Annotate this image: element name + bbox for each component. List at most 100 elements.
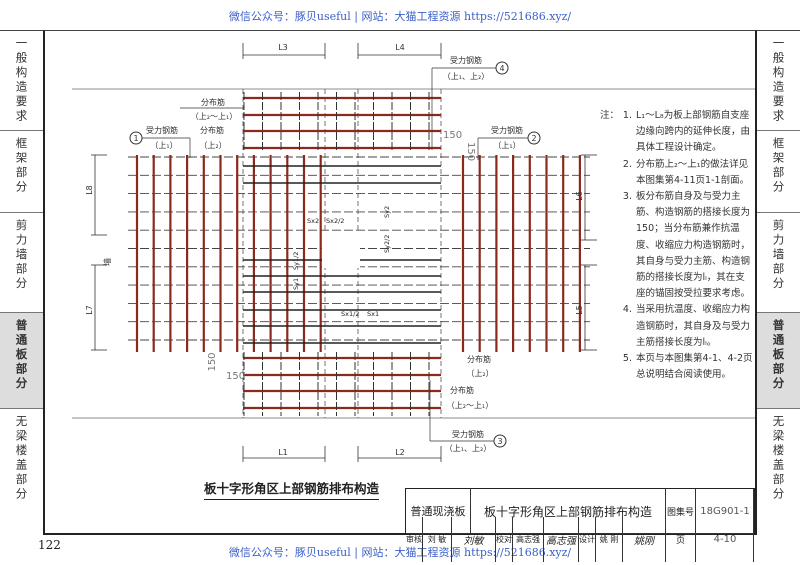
dim-L8: L8 <box>85 185 94 195</box>
callout-2-circle <box>527 131 541 145</box>
drawing-title: 板十字形角区上部钢筋排布构造 <box>204 478 380 500</box>
notes: 注：1.L₁～L₈为板上部钢筋自支座边缘向跨内的延伸长度，由具体工程设计确定。 … <box>600 108 753 383</box>
sidebar-label: 无梁楼盖部分 <box>771 415 786 502</box>
dim-L7: L7 <box>85 305 94 315</box>
dist-top-title: 分布筋 <box>201 97 225 107</box>
note-number: 1. <box>622 110 632 121</box>
dist-right-sub: （上₂） <box>466 369 493 378</box>
sidebar-label: 一般构造要求 <box>771 37 786 124</box>
tb-page-label: 页 <box>666 517 696 562</box>
sidebar-item-frame[interactable]: 框架部分 <box>757 131 800 213</box>
tb-reviewer: 刘 敏 <box>423 517 452 562</box>
spacing-sy2-half: Sy2/2 <box>383 235 391 253</box>
dim-L3: L3 <box>278 43 288 52</box>
callout-2-sub: （上₁） <box>493 141 520 150</box>
tb-reviewer-signature: 刘敏 <box>452 517 496 562</box>
note-5: 本页与本图集第4-1、4-2页总说明结合阅读使用。 <box>636 353 753 381</box>
lap-150-top: 150 <box>443 130 462 141</box>
sidebar-item-general[interactable]: 一般构造要求 <box>757 31 800 131</box>
dim-L1: L1 <box>278 448 288 457</box>
callout-3-title: 受力钢筋 <box>452 429 484 439</box>
dist-bottom-title: 分布筋 <box>450 385 474 395</box>
sidebar-item-shear-wall[interactable]: 剪力墙部分 <box>757 213 800 313</box>
callout-3-sub: （上₁、上₂） <box>445 444 491 453</box>
note-number: 5. <box>622 353 632 365</box>
central-void <box>322 232 360 268</box>
tb-checker: 高志强 <box>513 517 544 562</box>
spacing-sx2: Sx2 <box>307 217 319 225</box>
dim-L4: L4 <box>395 43 405 52</box>
sidebar-label: 剪力墙部分 <box>14 219 29 292</box>
sidebar-label: 框架部分 <box>771 137 786 195</box>
spacing-sx2-half: Sx2/2 <box>326 217 344 225</box>
right-sidebar: 一般构造要求 框架部分 剪力墙部分 普通板部分 无梁楼盖部分 <box>755 30 800 535</box>
sidebar-item-general[interactable]: 一般构造要求 <box>0 31 43 131</box>
sidebar-label: 无梁楼盖部分 <box>14 415 29 502</box>
sidebar-item-frame[interactable]: 框架部分 <box>0 131 43 213</box>
sidebar-label: 普通板部分 <box>771 319 786 392</box>
dim-L2: L2 <box>395 448 405 457</box>
callout-4-number: 4 <box>499 64 504 73</box>
note-number: 2. <box>622 158 632 170</box>
watermark-top: 微信公众号：豚贝useful | 网站：大猫工程资源 https://52168… <box>228 10 572 23</box>
callout-2-number: 2 <box>531 134 536 143</box>
callout-3-circle <box>493 434 507 448</box>
dist-right-title: 分布筋 <box>467 354 491 364</box>
callout-1-circle <box>129 131 143 145</box>
tb-category: 普通现浇板 <box>406 489 471 533</box>
dim-L5: L5 <box>575 305 584 315</box>
spacing-sy1: Sy1 <box>292 278 300 290</box>
tb-design-label: 设计 <box>579 517 596 562</box>
dist-bottom-sub: （上₂～上₁） <box>447 401 493 410</box>
sidebar-item-flat-slab[interactable]: 无梁楼盖部分 <box>757 409 800 536</box>
notes-head: 注： <box>600 110 620 121</box>
sidebar-label: 一般构造要求 <box>14 37 29 124</box>
dist-top-sub: （上₂～上₁） <box>191 112 237 121</box>
lap-150-bottom: 150 <box>226 371 245 382</box>
wall-label: 墙 <box>102 258 112 266</box>
sidebar-item-shear-wall[interactable]: 剪力墙部分 <box>0 213 43 313</box>
callout-2-title: 受力钢筋 <box>491 125 523 135</box>
drawing-frame <box>45 30 755 535</box>
tb-check-label: 校对 <box>496 517 513 562</box>
note-4: 当采用抗温度、收缩应力构造钢筋时，其自身及与受力主筋搭接长度为lₗ。 <box>636 304 751 348</box>
note-number: 4. <box>622 304 632 316</box>
tb-review-label: 审核 <box>406 517 423 562</box>
callout-4-circle <box>495 61 509 75</box>
tb-atlas-no: 18G901-1 <box>700 505 750 517</box>
callout-1-number: 1 <box>133 134 138 143</box>
spacing-sy2: Sy2 <box>383 206 391 218</box>
sidebar-label: 剪力墙部分 <box>771 219 786 292</box>
dim-L6: L6 <box>575 191 584 201</box>
sidebar-label: 普通板部分 <box>14 319 29 392</box>
note-1: L₁～L₈为板上部钢筋自支座边缘向跨内的延伸长度，由具体工程设计确定。 <box>636 110 751 154</box>
sidebar-item-slab[interactable]: 普通板部分 <box>0 313 43 409</box>
lap-150-top-v: 150 <box>465 142 476 161</box>
callout-4-title: 受力钢筋 <box>450 55 482 65</box>
lap-150-bottom-v: 150 <box>207 352 218 371</box>
tb-title: 板十字形角区上部钢筋排布构造 <box>471 489 666 533</box>
sidebar-label: 框架部分 <box>14 137 29 195</box>
callout-3-number: 3 <box>497 437 502 446</box>
page-number: 122 <box>38 538 61 552</box>
tb-designer: 姚 刚 <box>596 517 623 562</box>
note-3: 板分布筋自身及与受力主筋、构造钢筋的搭接长度为150；当分布筋兼作抗温度、收缩应… <box>636 191 751 300</box>
sidebar-item-slab[interactable]: 普通板部分 <box>757 313 800 409</box>
tb-checker-signature: 高志强 <box>544 517 579 562</box>
callout-4-sub: （上₁、上₂） <box>443 72 489 81</box>
tb-page-no: 4-10 <box>713 534 737 545</box>
left-sidebar: 一般构造要求 框架部分 剪力墙部分 普通板部分 无梁楼盖部分 <box>0 30 45 535</box>
watermark-bottom: 微信公众号：豚贝useful | 网站：大猫工程资源 https://52168… <box>228 546 572 559</box>
tb-designer-signature: 姚刚 <box>623 517 666 562</box>
note-number: 3. <box>622 191 632 203</box>
spacing-sy1-half: Sy1/2 <box>292 252 300 270</box>
sidebar-item-flat-slab[interactable]: 无梁楼盖部分 <box>0 409 43 536</box>
dist-left-title: 分布筋 <box>200 125 224 135</box>
note-2: 分布筋上₂～上₁的做法详见本图集第4-11页1-1剖面。 <box>636 158 750 186</box>
spacing-sx1: Sx1 <box>367 310 379 318</box>
title-block: 普通现浇板 板十字形角区上部钢筋排布构造 图集号 18G901-1 审核 刘 敏… <box>405 488 755 562</box>
tb-atlas-label: 图集号 <box>666 489 696 533</box>
dist-left-sub: （上₂） <box>199 141 226 150</box>
callout-1-sub: （上₁） <box>150 141 177 150</box>
